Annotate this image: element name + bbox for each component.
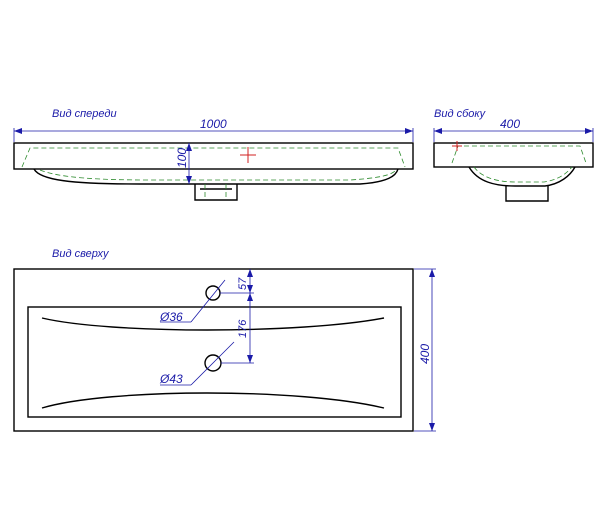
hole-36-leader — [190, 279, 226, 323]
side-view-title: Вид сбоку — [434, 108, 487, 120]
side-hidden-bowl — [473, 166, 573, 183]
side-drain-outline — [505, 186, 549, 202]
top-depth-dimension: 400 — [418, 344, 432, 364]
front-slab-outline — [13, 142, 414, 170]
hole-36-diameter: Ø36 — [159, 310, 183, 324]
side-hidden-basin — [451, 145, 587, 164]
hole-43-diameter: Ø43 — [159, 372, 183, 386]
top-basin-curve-lower — [41, 392, 385, 409]
front-drain-outline — [194, 184, 238, 201]
front-height-dimension: 100 — [175, 148, 189, 168]
top-outer-outline — [13, 268, 414, 432]
front-bowl-outline — [33, 168, 399, 185]
side-bowl-outline — [468, 166, 576, 187]
offset-176-dimension: 176 — [237, 319, 249, 338]
front-hidden-basin — [21, 147, 406, 168]
top-basin-curve-upper — [41, 317, 385, 331]
side-width-dimension: 400 — [500, 117, 520, 131]
side-view: Вид сбоку 400 — [433, 108, 594, 202]
front-view: Вид спереди 1000 100 — [13, 108, 414, 201]
top-basin-outline — [27, 306, 402, 418]
hole-36 — [205, 285, 221, 301]
top-view: Вид сверху 400 57 176 Ø36 Ø43 — [13, 248, 436, 432]
side-slab-outline — [433, 142, 594, 168]
hole-43-leader — [190, 341, 235, 386]
front-width-dimension: 1000 — [200, 117, 227, 131]
front-view-title: Вид спереди — [52, 108, 117, 120]
front-hidden-bowl — [39, 169, 397, 181]
front-hidden-drain — [204, 184, 227, 198]
top-view-title: Вид сверху — [52, 248, 110, 260]
offset-57-dimension: 57 — [237, 277, 249, 290]
